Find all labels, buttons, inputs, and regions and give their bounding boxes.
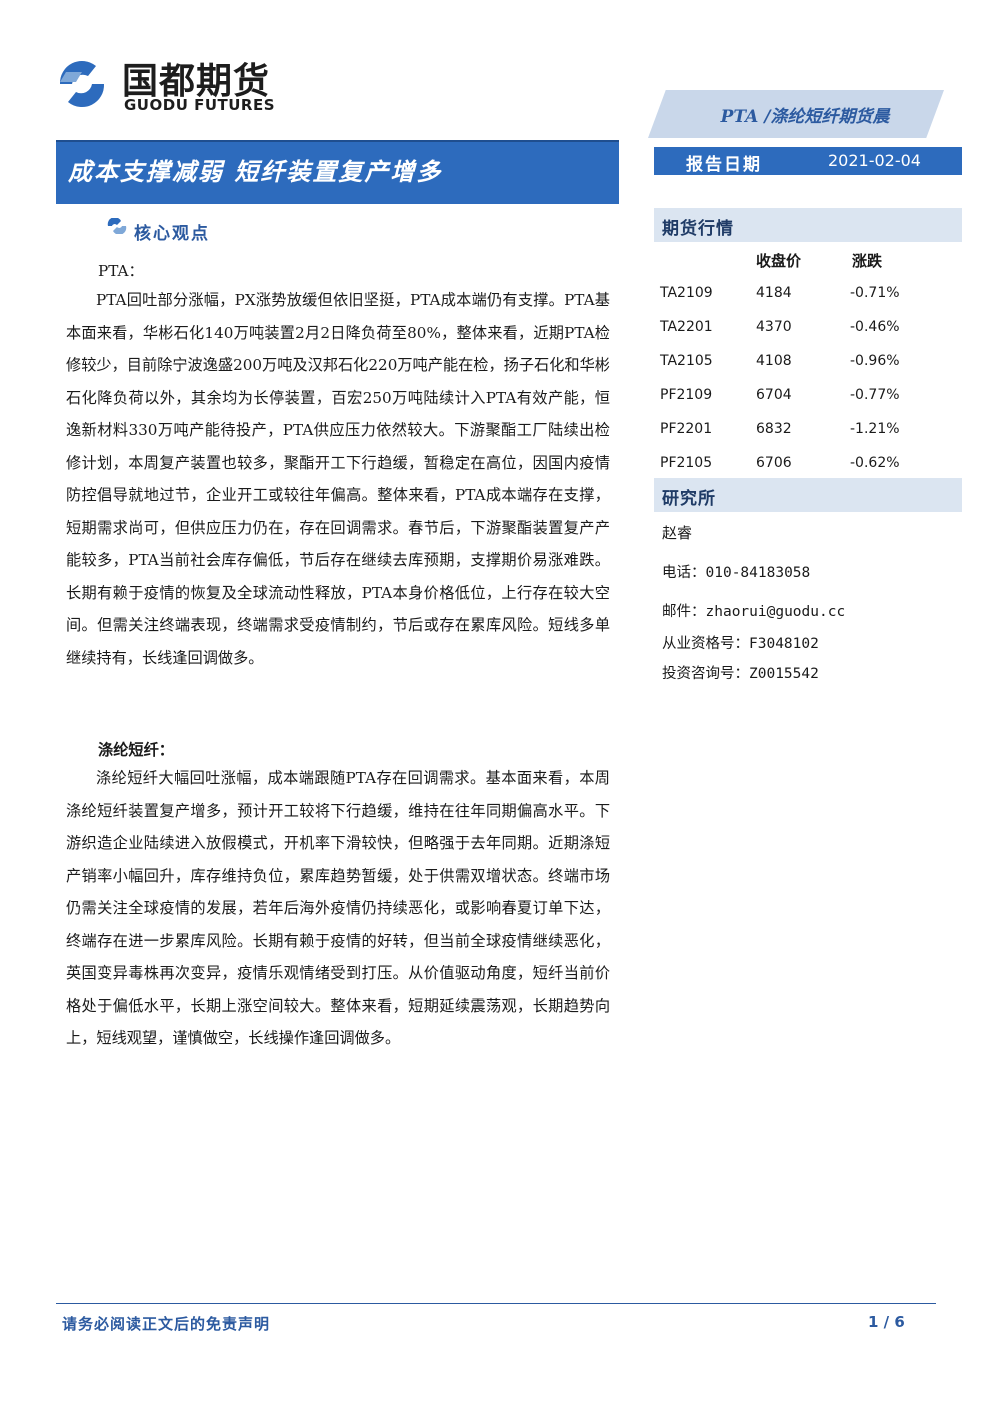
market-heading-bar xyxy=(654,208,962,242)
close-price: 4108 xyxy=(756,353,792,369)
research-heading: 研究所 xyxy=(662,489,716,509)
contract-code: PF2201 xyxy=(660,421,713,437)
contract-code: TA2201 xyxy=(660,319,713,335)
report-type-banner xyxy=(648,90,944,138)
investment-advisory-label: 投资咨询号： xyxy=(662,666,749,682)
investment-advisory-value: Z0015542 xyxy=(749,666,819,682)
report-date-bar xyxy=(654,147,962,175)
price-change: -0.62% xyxy=(850,455,900,471)
title-bar xyxy=(56,140,619,204)
core-view-heading: 核心观点 xyxy=(134,224,210,244)
research-heading-bar xyxy=(654,478,962,512)
qualification-label: 从业资格号： xyxy=(662,636,749,652)
report-date-value: 2021-02-04 xyxy=(828,151,921,170)
pta-section-label: PTA： xyxy=(98,262,144,280)
report-title: 成本支撑减弱 短纤装置复产增多 xyxy=(68,157,443,186)
price-change: -1.21% xyxy=(850,421,900,437)
investment-advisory-row: 投资咨询号：Z0015542 xyxy=(662,662,819,683)
pta-paragraph: PTA回吐部分涨幅，PX涨势放缓但依旧坚挺，PTA成本端仍有支撑。PTA基本面来… xyxy=(66,291,610,667)
company-logo: 国都期货 GUODU FUTURES xyxy=(52,50,292,120)
close-price: 6832 xyxy=(756,421,792,437)
contract-code: PF2109 xyxy=(660,387,713,403)
psf-paragraph: 涤纶短纤大幅回吐涨幅，成本端跟随PTA存在回调需求。基本面来看，本周涤纶短纤装置… xyxy=(66,769,610,1047)
email-row: 邮件：zhaorui@guodu.cc xyxy=(662,600,845,621)
col-close-header: 收盘价 xyxy=(756,252,802,270)
logo-english-name: GUODU FUTURES xyxy=(124,96,276,114)
phone-label: 电话： xyxy=(662,565,706,581)
footer-divider xyxy=(56,1303,936,1304)
close-price: 6706 xyxy=(756,455,792,471)
price-change: -0.46% xyxy=(850,319,900,335)
col-change-header: 涨跌 xyxy=(852,252,883,270)
contract-code: PF2105 xyxy=(660,455,713,471)
guodu-logo-icon xyxy=(59,60,105,108)
email-value[interactable]: zhaorui@guodu.cc xyxy=(705,604,846,620)
page-number: 1 / 6 xyxy=(868,1313,905,1331)
analyst-name: 赵睿 xyxy=(662,524,693,542)
section-bullet-icon xyxy=(107,218,127,234)
price-change: -0.71% xyxy=(850,285,900,301)
footer-disclaimer[interactable]: 请务必阅读正文后的免责声明 xyxy=(62,1315,271,1333)
logo-chinese-name: 国都期货 xyxy=(122,61,271,102)
price-change: -0.77% xyxy=(850,387,900,403)
market-heading: 期货行情 xyxy=(662,219,734,239)
report-date-label: 报告日期 xyxy=(686,155,762,175)
contract-code: TA2105 xyxy=(660,353,713,369)
qualification-row: 从业资格号：F3048102 xyxy=(662,632,819,653)
report-type-label: PTA /涤纶短纤期货晨 xyxy=(720,107,890,127)
close-price: 4184 xyxy=(756,285,792,301)
close-price: 4370 xyxy=(756,319,792,335)
close-price: 6704 xyxy=(756,387,792,403)
qualification-value: F3048102 xyxy=(749,636,819,652)
price-change: -0.96% xyxy=(850,353,900,369)
phone-row: 电话：010-84183058 xyxy=(662,561,810,582)
email-label: 邮件： xyxy=(662,604,706,620)
psf-section-label: 涤纶短纤： xyxy=(98,741,174,759)
contract-code: TA2109 xyxy=(660,285,713,301)
phone-value: 010-84183058 xyxy=(705,565,811,581)
